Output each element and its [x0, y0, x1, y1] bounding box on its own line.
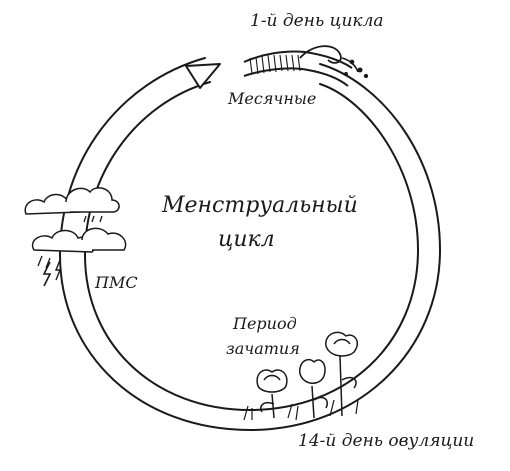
label-menstruation: Месячные: [228, 89, 317, 108]
label-pms: ПМС: [95, 273, 138, 292]
flowers-icon: [243, 331, 359, 421]
diagram-title-line1: Менструальный: [162, 193, 358, 218]
diagram-title-line2: цикл: [218, 227, 275, 252]
storm-cloud-icon: [24, 187, 127, 287]
cycle-ring: [58, 57, 442, 432]
label-conception-line2: зачатия: [226, 339, 300, 358]
label-day-1: 1-й день цикла: [250, 11, 384, 31]
cycle-arrow-icon: [185, 63, 221, 89]
label-ovulation-day: 14-й день овуляции: [298, 431, 475, 451]
wave-icon: [243, 45, 369, 87]
label-conception-line1: Период: [233, 314, 297, 333]
